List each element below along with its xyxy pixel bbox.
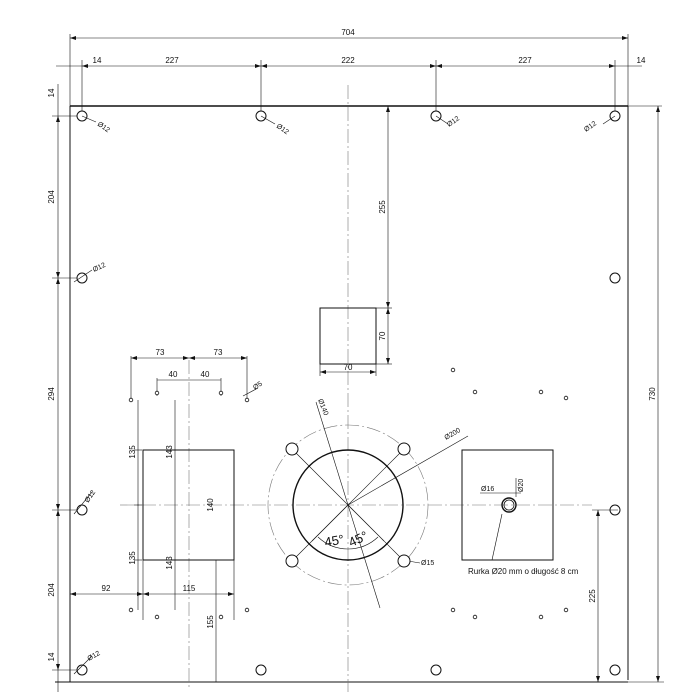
left-pad-rect — [142, 449, 235, 561]
hole-bottom-2 — [255, 664, 267, 676]
dim-dia-15: Ø15 — [421, 560, 434, 567]
bolt-holes-15 — [285, 442, 411, 568]
dim-slot-height-70: 70 — [378, 331, 387, 340]
dim-14-top-left: 14 — [47, 88, 56, 97]
tube-note: Rurka Ø20 mm o długość 8 cm — [468, 567, 579, 576]
dim-14-bottom-left: 14 — [47, 652, 56, 661]
dim-14-left: 14 — [93, 56, 102, 65]
left-pad — [70, 356, 259, 682]
right-dimension-arrows — [656, 106, 660, 682]
dim-dia-20: Ø20 — [518, 479, 525, 492]
dim-140: 140 — [206, 498, 215, 512]
upper-slot — [319, 106, 392, 376]
left-pad-hole-dots — [128, 390, 250, 620]
label-hole-top-2: Ø12 — [275, 123, 290, 136]
dim-slot-width-70: 70 — [344, 363, 353, 372]
dim-704: 704 — [341, 28, 355, 37]
dim-14-right: 14 — [637, 56, 646, 65]
right-pad-arrows — [596, 510, 600, 682]
dim-294: 294 — [47, 387, 56, 401]
small-holes — [450, 367, 569, 620]
dim-143-bottom: 143 — [165, 556, 174, 570]
label-hole-top-3: Ø12 — [446, 115, 461, 128]
dim-204-bottom: 204 — [47, 583, 56, 597]
bolt-hole-nw — [285, 442, 299, 456]
angle-45-right: 45° — [346, 528, 370, 550]
dim-204-top: 204 — [47, 190, 56, 204]
hole-bottom-left — [76, 664, 88, 676]
central-opening — [291, 401, 469, 609]
top-dimensions — [56, 34, 662, 112]
dim-135-bottom: 135 — [128, 551, 137, 565]
dim-dia-16: Ø16 — [481, 486, 494, 493]
angle-45-left: 45° — [323, 531, 345, 549]
dim-dia-140: Ø140 — [316, 398, 329, 417]
left-pad-arrows — [70, 356, 247, 596]
mounting-holes — [76, 110, 621, 676]
dim-255: 255 — [378, 200, 387, 214]
label-hole-top-1: Ø12 — [96, 121, 111, 134]
dim-dia-200: Ø200 — [444, 427, 462, 442]
label-hole-top-4: Ø12 — [583, 120, 598, 133]
hole-bottom-right — [609, 664, 621, 676]
label-hole-left-1: Ø12 — [92, 262, 107, 274]
dim-155: 155 — [206, 615, 215, 629]
dim-227-left: 227 — [165, 56, 179, 65]
tube-inner — [503, 499, 515, 511]
dim-92: 92 — [102, 584, 111, 593]
plate — [55, 105, 629, 683]
right-pad — [461, 449, 618, 682]
dim-135-top: 135 — [128, 445, 137, 459]
opening-140 — [292, 449, 404, 561]
dim-73-left: 73 — [156, 348, 165, 357]
dim-40-right: 40 — [201, 370, 210, 379]
slot-arrows — [320, 106, 390, 374]
left-dimensions — [52, 84, 80, 692]
dim-225: 225 — [588, 589, 597, 603]
label-hole-left-3: Ø12 — [87, 650, 102, 663]
hole-bottom-3 — [430, 664, 442, 676]
tube-outer — [501, 497, 517, 513]
dim-40-left: 40 — [169, 370, 178, 379]
hole-left-mid-bottom — [76, 504, 88, 516]
right-dimension — [628, 106, 664, 683]
hole-right-mid-top — [609, 272, 621, 284]
dim-73-right: 73 — [214, 348, 223, 357]
right-pad-rect — [461, 449, 554, 561]
dim-222: 222 — [341, 56, 355, 65]
dim-227-right: 227 — [518, 56, 532, 65]
dim-dia-5: Ø5 — [252, 380, 264, 391]
left-dimension-arrows — [56, 116, 60, 670]
dim-730: 730 — [648, 387, 657, 401]
label-hole-left-2: Ø12 — [84, 489, 97, 504]
bolt-hole-se — [397, 554, 411, 568]
bolt-hole-sw — [285, 554, 299, 568]
hole-leaders — [73, 115, 616, 675]
bolt-circle-200 — [267, 424, 429, 586]
bolt-hole-ne — [397, 442, 411, 456]
center-lines — [120, 85, 592, 692]
top-dimension-arrows — [70, 36, 628, 68]
dim-143-top: 143 — [165, 445, 174, 459]
hole-left-mid-top — [76, 272, 88, 284]
dim-115: 115 — [183, 584, 196, 593]
slot-rect — [319, 307, 377, 365]
